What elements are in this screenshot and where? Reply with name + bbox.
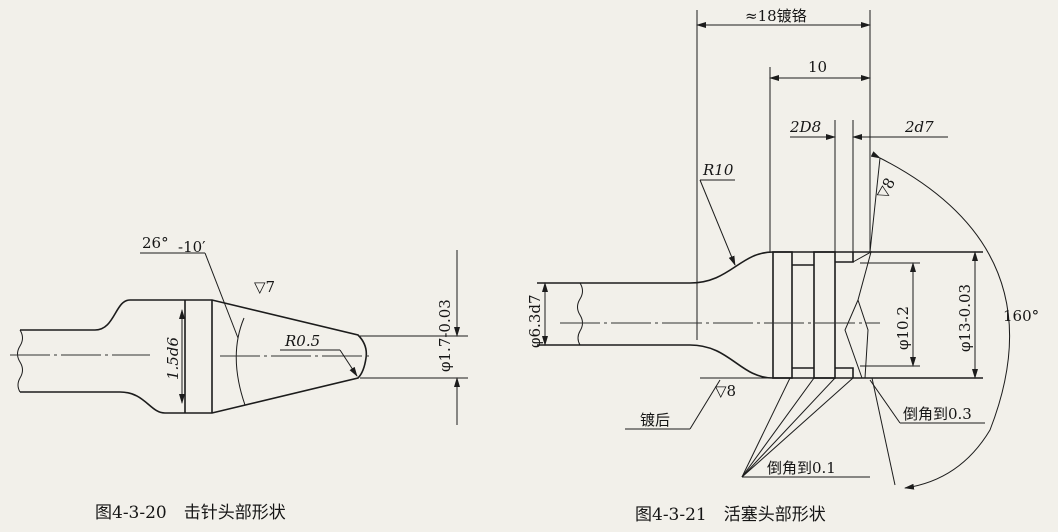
length-10-label: 10: [808, 58, 827, 76]
left-figure-caption: 图4-3-20 击针头部形状: [95, 503, 286, 523]
radius-label: R0.5: [284, 332, 320, 350]
inner-diameter-label: φ10.2: [894, 306, 912, 350]
groove-2d7-label: 2d7: [904, 118, 934, 136]
head-diameter-label: 1.5d6: [164, 337, 182, 380]
chamfer-01-label: 倒角到0.1: [767, 459, 836, 477]
roughness-label: ▽7: [254, 278, 275, 296]
angle-160-label: 160°: [1003, 307, 1039, 325]
angle-label: 26°: [142, 234, 169, 252]
after-plating-label: 镀后: [640, 411, 670, 429]
angle-tolerance-label: -10′: [178, 238, 206, 256]
outer-diameter-label: φ13-0.03: [956, 284, 974, 352]
firing-pin-drawing: [10, 250, 468, 425]
piston-drawing: [537, 10, 1010, 490]
chamfer-03-label: 倒角到0.3: [903, 405, 972, 423]
groove-2D8-label: 2D8: [789, 118, 821, 136]
right-figure-caption: 图4-3-21 活塞头部形状: [635, 505, 826, 525]
tip-diameter-label: φ1.7-0.03: [436, 299, 454, 372]
shaft-diameter-label: φ6.3d7: [526, 294, 544, 348]
roughness-top-label: ▽8: [873, 175, 899, 202]
radius-r10-label: R10: [702, 161, 734, 179]
roughness-bottom-label: ▽8: [715, 382, 736, 400]
plated-length-label: ≈18镀铬: [745, 7, 807, 25]
